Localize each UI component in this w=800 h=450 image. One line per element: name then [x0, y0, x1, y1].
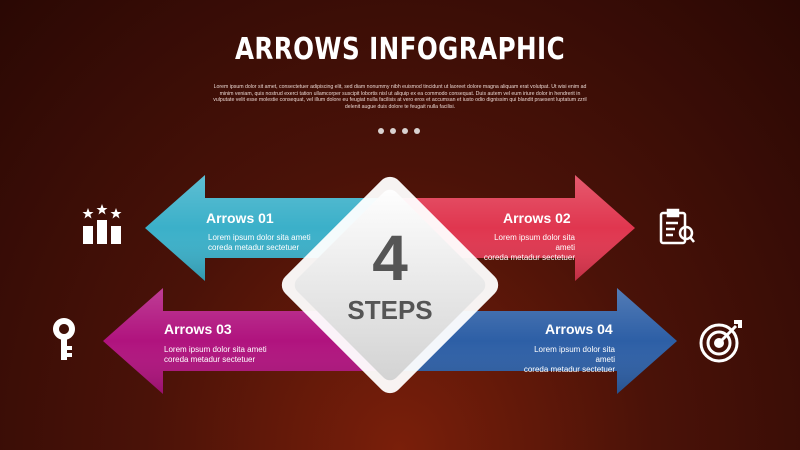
- target-icon: [699, 320, 742, 363]
- arrow-04-text: Lorem ipsum dolor sita ameti coreda meta…: [523, 345, 615, 374]
- center-diamond: [281, 176, 499, 394]
- steps-number: 4: [372, 222, 408, 294]
- arrow-02-label: Arrows 02: [503, 210, 571, 226]
- arrow-02-text: Lorem ipsum dolor sita ameti coreda meta…: [483, 233, 575, 262]
- dot: [402, 128, 408, 134]
- dot: [390, 128, 396, 134]
- arrow-01-label: Arrows 01: [206, 210, 274, 226]
- key-icon: [52, 318, 75, 360]
- ranking-stars-icon: [82, 204, 122, 244]
- dot: [378, 128, 384, 134]
- arrow-01-text: Lorem ipsum dolor sita ameti coreda meta…: [208, 233, 311, 252]
- page-title: ARROWS INFOGRAPHIC: [234, 32, 566, 67]
- description-text: Lorem ipsum dolor sit amet, consectetuer…: [213, 84, 587, 110]
- dot: [414, 128, 420, 134]
- arrow-04-label: Arrows 04: [545, 321, 613, 337]
- arrow-03-text: Lorem ipsum dolor sita ameti coreda meta…: [164, 345, 267, 364]
- pagination-dots: [378, 128, 420, 134]
- clipboard-search-icon: [659, 208, 695, 245]
- arrow-03-label: Arrows 03: [164, 321, 232, 337]
- steps-word: STEPS: [347, 295, 433, 325]
